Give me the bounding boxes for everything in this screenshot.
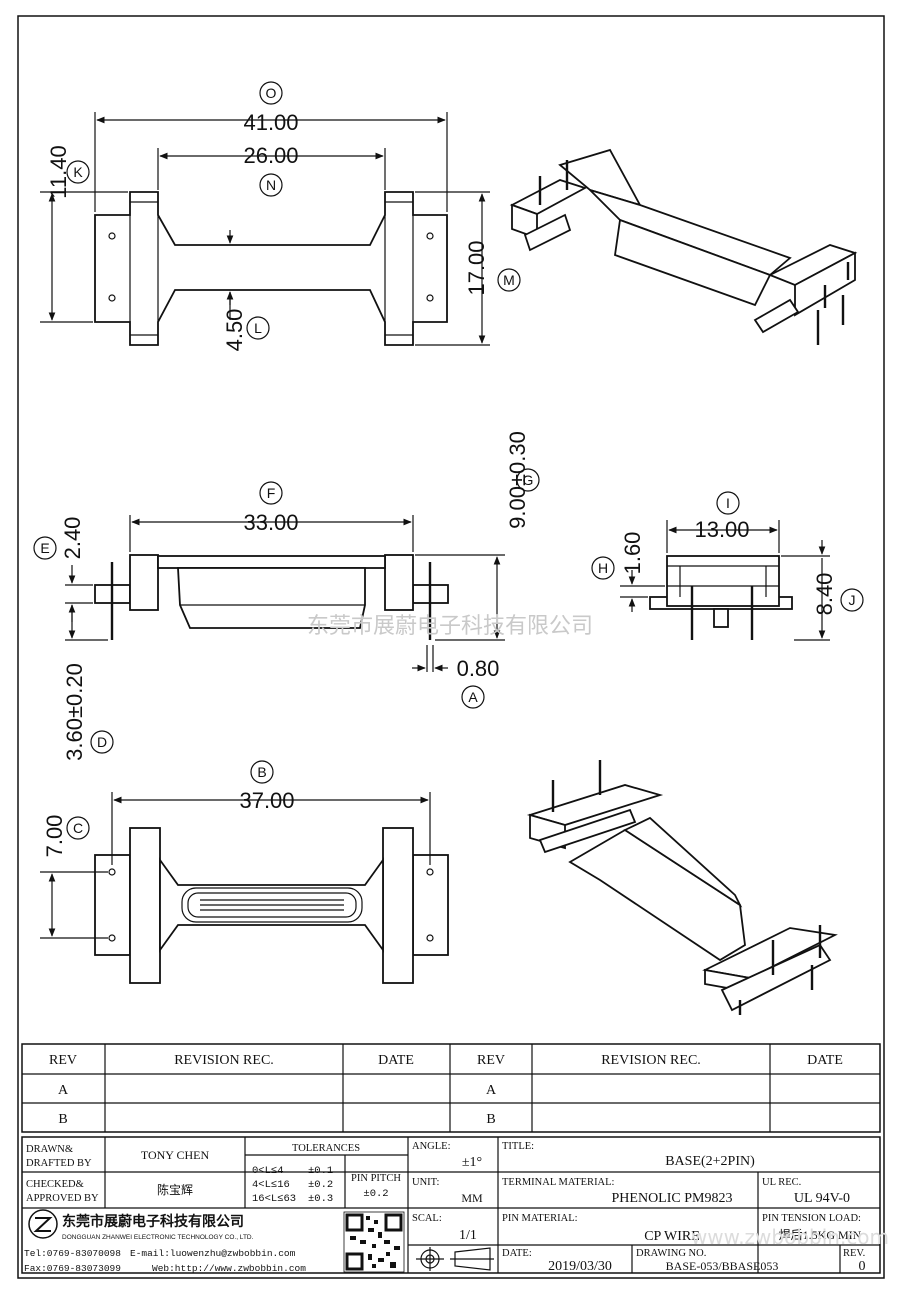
scale-label: SCAL:	[412, 1213, 442, 1224]
rev-row-b-left: B	[58, 1112, 67, 1127]
drawing-no-label: DRAWING NO.	[636, 1248, 706, 1259]
tol-range-3: 16<L≤63	[252, 1193, 296, 1205]
tol-value-3: ±0.3	[308, 1193, 333, 1205]
company-logo-icon	[28, 1209, 58, 1239]
rev-row-b-right: B	[486, 1112, 495, 1127]
rev-rec-header-1: REVISION REC.	[174, 1053, 274, 1068]
front-width-tag: F	[267, 485, 276, 501]
neck-dim: 4.50	[222, 309, 247, 352]
tol-range-2: 4<L≤16	[252, 1179, 290, 1191]
unit-value: MM	[461, 1191, 483, 1205]
neck-tag: L	[254, 320, 262, 336]
overall-width-dim: 41.00	[243, 110, 298, 135]
iso-view-top	[509, 148, 858, 345]
drawn-by: TONY CHEN	[141, 1148, 210, 1162]
unit-label: UNIT:	[412, 1177, 440, 1188]
terminal-value: PHENOLIC PM9823	[612, 1191, 733, 1206]
title-block: DRAWN& DRAFTED BY TONY CHEN CHECKED& APP…	[21, 1136, 881, 1274]
company-tel: Tel:0769-83070098	[24, 1248, 121, 1259]
date-value: 2019/03/30	[548, 1259, 612, 1274]
pin-pitch-value: ±0.2	[363, 1188, 388, 1200]
projection-symbol-icon	[416, 1247, 494, 1271]
pin-dia-tag: A	[468, 689, 478, 705]
ul-label: UL REC.	[762, 1177, 801, 1188]
step-dim: 1.60	[620, 532, 645, 575]
bottom-view: B 37.00 7.00 C	[40, 760, 449, 984]
rev-header-1: REV	[49, 1053, 77, 1068]
pin-dia-dim: 0.80	[457, 656, 500, 681]
overall-width-tag: O	[266, 85, 277, 101]
pin-length-tag: D	[97, 734, 107, 750]
checked-label: CHECKED&	[26, 1179, 84, 1190]
front-width-dim: 33.00	[243, 510, 298, 535]
approved-by: 陈宝辉	[157, 1182, 193, 1197]
side-height-tag: J	[849, 592, 856, 608]
company-fax: Fax:0769-83073099	[24, 1263, 121, 1274]
bottom-width-dim: 37.00	[239, 788, 294, 813]
step-tag: H	[598, 560, 608, 576]
front-view: F 33.00 9.00±0.30 G E 2.40 3.60±0.20 D 0…	[33, 431, 540, 761]
qr-code-icon	[343, 1211, 405, 1273]
pin-pitch-label: PIN PITCH	[351, 1173, 401, 1184]
rev-value: 0	[859, 1259, 866, 1274]
side-view: I 13.00 H 1.60 8.40 J	[591, 491, 864, 641]
pitch-dim: 7.00	[42, 815, 67, 858]
right-height-tag: M	[503, 272, 515, 288]
company-name-en: DONGGUAN ZHANWEI ELECTRONIC TECHNOLOGY C…	[62, 1234, 254, 1241]
tol-range-1: 0<L≤4	[252, 1165, 284, 1177]
flange-dim: 2.40	[60, 517, 85, 560]
side-width-dim: 13.00	[694, 517, 749, 542]
top-view: 41.00 O 26.00 N 11.40 K 17.00 M 4.50 L	[40, 81, 521, 352]
tol-value-1: ±0.1	[308, 1165, 333, 1177]
date-header-1: DATE	[378, 1053, 414, 1068]
company-name-cn: 东莞市展蔚电子科技有限公司	[62, 1213, 244, 1230]
flange-tag: E	[40, 540, 49, 556]
pin-length-dim: 3.60±0.20	[62, 663, 87, 761]
tolerances-label: TOLERANCES	[292, 1143, 360, 1154]
rev-label: REV.	[843, 1248, 865, 1259]
company-web: Web:http://www.zwbobbin.com	[152, 1263, 306, 1274]
watermark-url: www.zwbobbin.com	[691, 1225, 889, 1249]
rev-row-a-left: A	[58, 1083, 69, 1098]
right-height-dim: 17.00	[464, 240, 489, 295]
revision-table: REV REVISION REC. DATE REV REVISION REC.…	[21, 1043, 881, 1133]
drawn-label: DRAWN&	[26, 1144, 73, 1155]
rev-header-2: REV	[477, 1053, 505, 1068]
watermark: 东莞市展蔚电子科技有限公司	[307, 614, 593, 639]
scale-value: 1/1	[459, 1228, 477, 1243]
drawing-no-value: BASE-053/BBASE053	[666, 1259, 779, 1273]
pin-material-value: CP WIRE	[644, 1229, 700, 1244]
tol-value-2: ±0.2	[308, 1179, 333, 1191]
company-email: E-mail:luowenzhu@zwbobbin.com	[130, 1248, 296, 1259]
inner-width-dim: 26.00	[243, 143, 298, 168]
iso-view-bottom	[526, 760, 838, 1015]
tension-label: PIN TENSION LOAD:	[762, 1213, 861, 1224]
ul-value: UL 94V-0	[794, 1191, 850, 1206]
left-height-tag: K	[73, 164, 83, 180]
title-value: BASE(2+2PIN)	[665, 1154, 755, 1169]
inner-width-tag: N	[266, 177, 276, 193]
side-height-dim: 8.40	[812, 573, 837, 616]
approved-label: APPROVED BY	[26, 1193, 99, 1204]
rev-row-a-right: A	[486, 1083, 497, 1098]
title-label: TITLE:	[502, 1141, 534, 1152]
side-width-tag: I	[726, 495, 730, 511]
bottom-width-tag: B	[257, 764, 266, 780]
date-label: DATE:	[502, 1248, 532, 1259]
drafted-label: DRAFTED BY	[26, 1158, 92, 1169]
front-height-tag: G	[523, 472, 534, 488]
sheet-border	[17, 15, 885, 1279]
pitch-tag: C	[73, 820, 83, 836]
terminal-label: TERMINAL MATERIAL:	[502, 1177, 615, 1188]
angle-value: ±1°	[462, 1155, 482, 1170]
pin-material-label: PIN MATERIAL:	[502, 1213, 578, 1224]
rev-rec-header-2: REVISION REC.	[601, 1053, 701, 1068]
date-header-2: DATE	[807, 1053, 843, 1068]
tension-value: 焊后1.5KG MIN	[779, 1227, 862, 1242]
angle-label: ANGLE:	[412, 1141, 451, 1152]
